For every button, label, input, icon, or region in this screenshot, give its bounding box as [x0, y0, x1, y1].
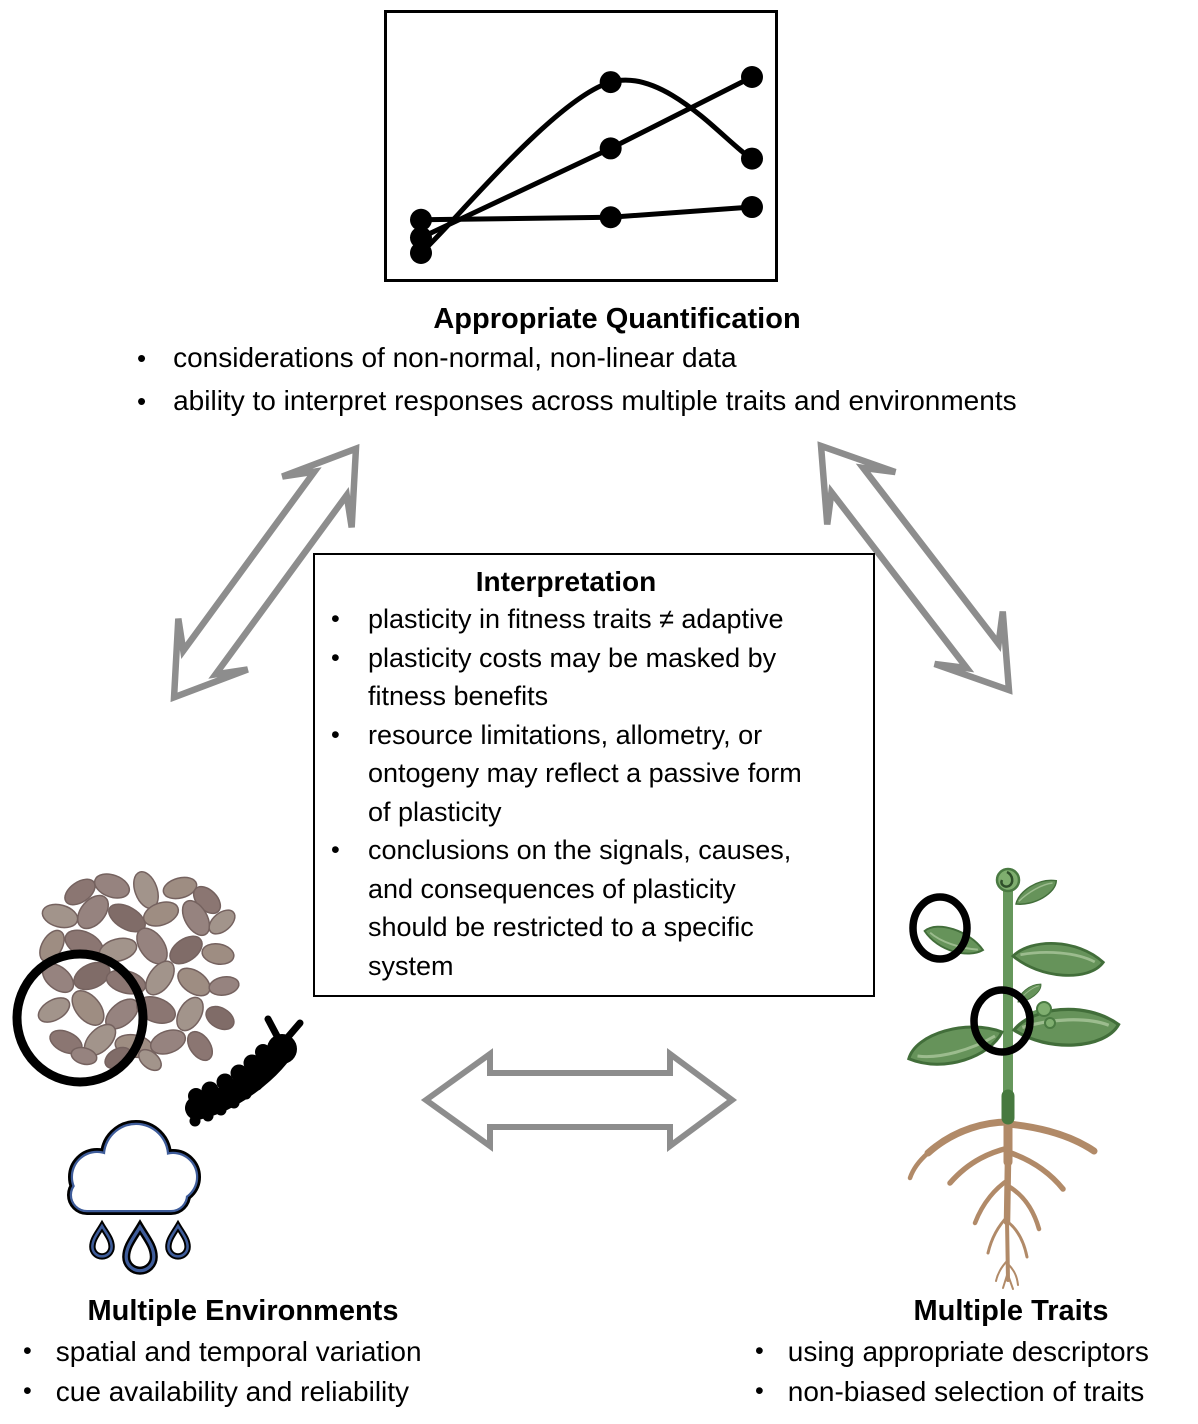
list-item: resource limitations, allometry, orontog…: [331, 716, 873, 832]
quantification-title: Appropriate Quantification: [433, 303, 801, 335]
list-item: spatial and temporal variation: [20, 1332, 490, 1372]
interpretation-box: Interpretation plasticity in fitness tra…: [313, 553, 875, 997]
double-arrow-bottom: [420, 1048, 738, 1152]
list-item: conclusions on the signals, causes,and c…: [331, 831, 873, 985]
list-item: ability to interpret responses across mu…: [128, 380, 1138, 423]
list-item: non-biased selection of traits: [752, 1372, 1198, 1412]
double-arrow-upper-left: [170, 443, 360, 703]
double-arrow-upper-right: [817, 441, 1013, 695]
list-item: plasticity in fitness traits ≠ adaptive: [331, 600, 873, 639]
reaction-norm-chart: [384, 10, 778, 282]
list-item: considerations of non-normal, non-linear…: [128, 337, 1138, 380]
leaf-litter-icon: [37, 871, 240, 1072]
environments-title: Multiple Environments: [87, 1295, 399, 1327]
list-item: cue availability and reliability: [20, 1372, 490, 1412]
rain-cloud-icon: [67, 1120, 201, 1215]
plant-roots: [907, 1110, 1098, 1290]
quantification-bullet-list: considerations of non-normal, non-linear…: [128, 337, 1138, 422]
reaction-norm-lines: [410, 66, 763, 264]
raindrop-icons: [89, 1219, 191, 1275]
interpretation-bullet-list: plasticity in fitness traits ≠ adaptive …: [315, 600, 873, 985]
environments-bullet-list: spatial and temporal variation cue avail…: [20, 1332, 490, 1411]
traits-bullet-list: using appropriate descriptors non-biased…: [752, 1332, 1198, 1411]
list-item: plasticity costs may be masked byfitness…: [331, 639, 873, 716]
focus-circle-icons: [909, 893, 1034, 1056]
plant-icon: [904, 867, 1122, 1290]
plant-buds: [995, 867, 1056, 1029]
focus-circle-icon: [12, 949, 148, 1087]
environment-collage: [12, 871, 304, 1275]
traits-title: Multiple Traits: [913, 1295, 1109, 1327]
list-item: using appropriate descriptors: [752, 1332, 1198, 1372]
interpretation-title: Interpretation: [475, 566, 657, 597]
caterpillar-icon: [185, 1015, 304, 1127]
